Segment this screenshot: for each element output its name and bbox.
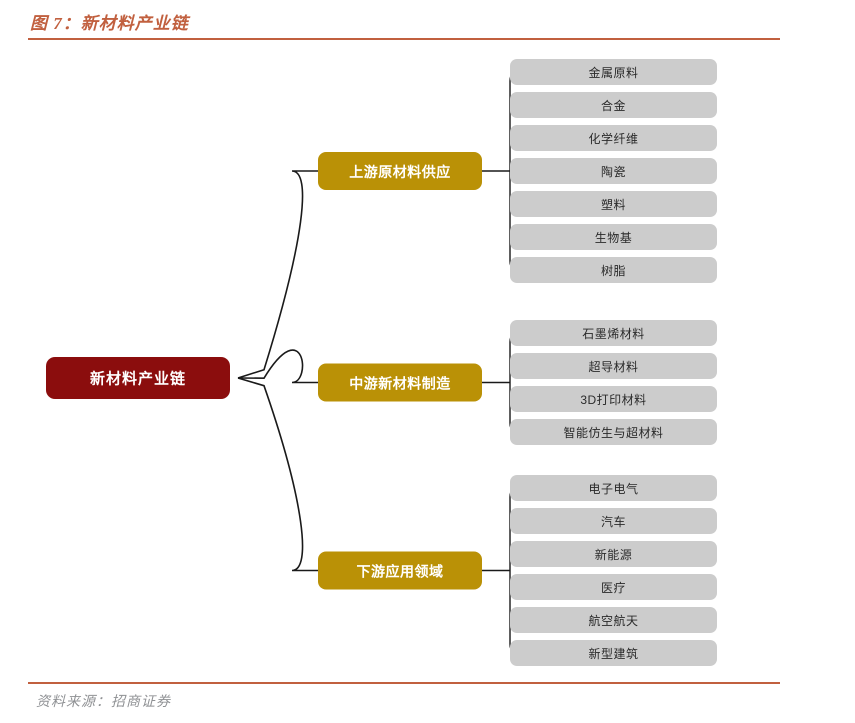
leaf-node[interactable] bbox=[510, 257, 717, 283]
leaf-node-label: 合金 bbox=[601, 98, 626, 113]
leaf-node-label: 航空航天 bbox=[588, 613, 638, 628]
leaf-node-label: 3D打印材料 bbox=[580, 393, 646, 407]
branch-node[interactable] bbox=[318, 363, 482, 402]
footer-divider bbox=[28, 682, 780, 684]
leaf-node-label: 生物基 bbox=[595, 231, 633, 245]
leaf-node[interactable] bbox=[510, 475, 717, 501]
title-divider bbox=[28, 38, 780, 40]
root-branch-connector bbox=[237, 170, 318, 379]
leaf-node[interactable] bbox=[510, 640, 717, 666]
leaf-node[interactable] bbox=[510, 59, 717, 85]
leaf-node-label: 智能仿生与超材料 bbox=[563, 425, 663, 440]
leaf-node-label: 超导材料 bbox=[588, 359, 638, 374]
leaf-node[interactable] bbox=[510, 607, 717, 633]
leaf-node-label: 金属原料 bbox=[588, 65, 638, 80]
branch-node[interactable] bbox=[318, 551, 482, 590]
root-node-label: 新材料产业链 bbox=[90, 370, 186, 388]
leaf-node[interactable] bbox=[510, 320, 717, 346]
root-branch-connector bbox=[237, 377, 318, 572]
figure-source: 资料来源：招商证券 bbox=[36, 695, 171, 710]
leaf-node-label: 陶瓷 bbox=[601, 164, 626, 179]
root-branch-connector bbox=[237, 349, 318, 384]
leaf-node[interactable] bbox=[510, 92, 717, 118]
leaf-node-label: 医疗 bbox=[601, 581, 626, 595]
leaf-node-label: 电子电气 bbox=[588, 481, 638, 496]
leaf-node[interactable] bbox=[510, 419, 717, 445]
leaf-node-label: 新能源 bbox=[595, 547, 633, 562]
branch-node-label: 中游新材料制造 bbox=[349, 376, 451, 392]
leaf-node-label: 汽车 bbox=[601, 514, 626, 529]
branch-node-label: 下游应用领域 bbox=[357, 564, 444, 580]
leaf-node[interactable] bbox=[510, 386, 717, 412]
leaf-node[interactable] bbox=[510, 158, 717, 184]
leaf-node[interactable] bbox=[510, 191, 717, 217]
leaf-node-label: 新型建筑 bbox=[588, 646, 638, 661]
branch-node[interactable] bbox=[318, 152, 482, 190]
leaf-node-label: 化学纤维 bbox=[588, 131, 638, 146]
leaf-node-label: 树脂 bbox=[601, 263, 626, 278]
root-node[interactable] bbox=[46, 357, 230, 399]
leaf-node[interactable] bbox=[510, 353, 717, 379]
leaf-node-label: 石墨烯材料 bbox=[582, 327, 645, 341]
leaf-node[interactable] bbox=[510, 574, 717, 600]
leaf-node[interactable] bbox=[510, 224, 717, 250]
leaf-node[interactable] bbox=[510, 125, 717, 151]
figure-title: 图 7：新材料产业链 bbox=[30, 14, 189, 33]
leaf-node[interactable] bbox=[510, 541, 717, 567]
leaf-node-label: 塑料 bbox=[601, 197, 626, 212]
branch-node-label: 上游原材料供应 bbox=[349, 164, 451, 180]
leaf-node[interactable] bbox=[510, 508, 717, 534]
industry-chain-diagram: 上游原材料供应 金属原料合金化学纤维陶瓷塑料生物基树脂中游新材料制造 石墨烯材料超导… bbox=[0, 44, 855, 680]
